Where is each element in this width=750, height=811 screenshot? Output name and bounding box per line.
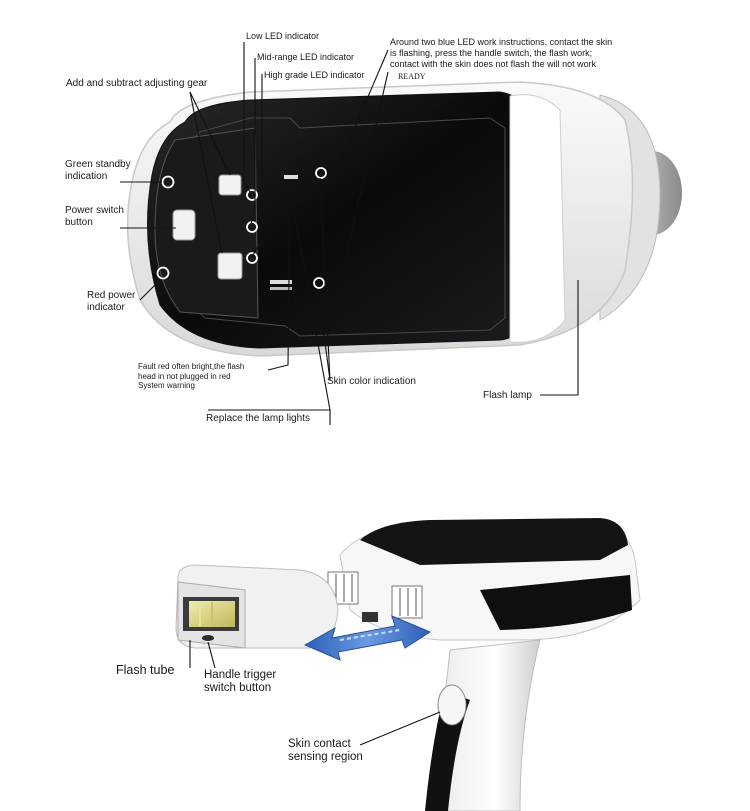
mid-led-label: Mid-range LED indicator [257, 52, 355, 62]
red-power-label-1: Red power [87, 290, 136, 301]
skin-contact-label-2: sensing region [288, 751, 363, 763]
lamp-mark-top [284, 175, 298, 179]
green-standby-light [161, 175, 175, 189]
fault-label-2: head in not plugged in red [138, 372, 231, 381]
power-switch-label-1: Power switch [65, 205, 124, 216]
top-labels: Low LED indicator Mid-range LED indicato… [65, 31, 613, 424]
green-standby-label-2: indication [65, 171, 108, 182]
flash-window-edge [509, 94, 566, 343]
add-subtract-label: Add and subtract adjusting gear [66, 78, 208, 89]
power-switch-label-2: button [65, 217, 93, 228]
top-device [126, 81, 682, 357]
ready-tag: READY [398, 72, 426, 81]
head-side-panel [480, 575, 632, 630]
ready-line-2: is flashing, press the handle switch, th… [390, 48, 593, 58]
green-standby-label-1: Green standby [65, 159, 131, 170]
bottom-labels: Flash tube Handle trigger switch button … [116, 663, 363, 763]
ready-line-1: Around two blue LED work instructions, c… [390, 37, 613, 47]
fault-label-3: System warning [138, 381, 195, 390]
insert-arrow [303, 615, 432, 661]
skin-color-label: Skin color indication [327, 376, 416, 387]
bottom-device [327, 518, 641, 811]
ready-line-3: contact with the skin does not flash the… [390, 59, 597, 69]
flash-lamp-label: Flash lamp [483, 390, 532, 401]
flash-tube-label: Flash tube [116, 663, 175, 677]
skin-light-top [315, 167, 327, 179]
handle-trigger-label-2: switch button [204, 682, 272, 694]
high-led-label: High grade LED indicator [264, 70, 365, 80]
connector-slot [362, 612, 378, 622]
gear-down-button[interactable] [217, 252, 243, 280]
skin-contact-sensor [437, 684, 467, 726]
lamp-mark-bottom2 [270, 287, 292, 290]
low-led-light [246, 189, 258, 201]
handle-trigger-label-1: Handle trigger [204, 669, 277, 681]
vent-right [391, 585, 423, 619]
low-led-label: Low LED indicator [246, 31, 320, 41]
top-leader-lines [120, 42, 579, 425]
skin-contact-label-1: Skin contact [288, 738, 351, 750]
skin-light-bottom [313, 277, 325, 289]
red-power-label-2: indicator [87, 302, 125, 313]
lamp-mark-bottom [270, 280, 292, 284]
fault-label-1: Fault red often bright,the flash [138, 362, 245, 371]
replace-lamp-label: Replace the lamp lights [206, 413, 310, 424]
cartridge-trigger-button[interactable] [202, 635, 214, 641]
bottom-leader-lines [189, 640, 441, 746]
power-button[interactable] [172, 209, 196, 241]
flash-cartridge [175, 564, 339, 649]
head-screen [360, 518, 628, 565]
high-led-light [246, 252, 258, 264]
red-power-light [156, 266, 170, 280]
